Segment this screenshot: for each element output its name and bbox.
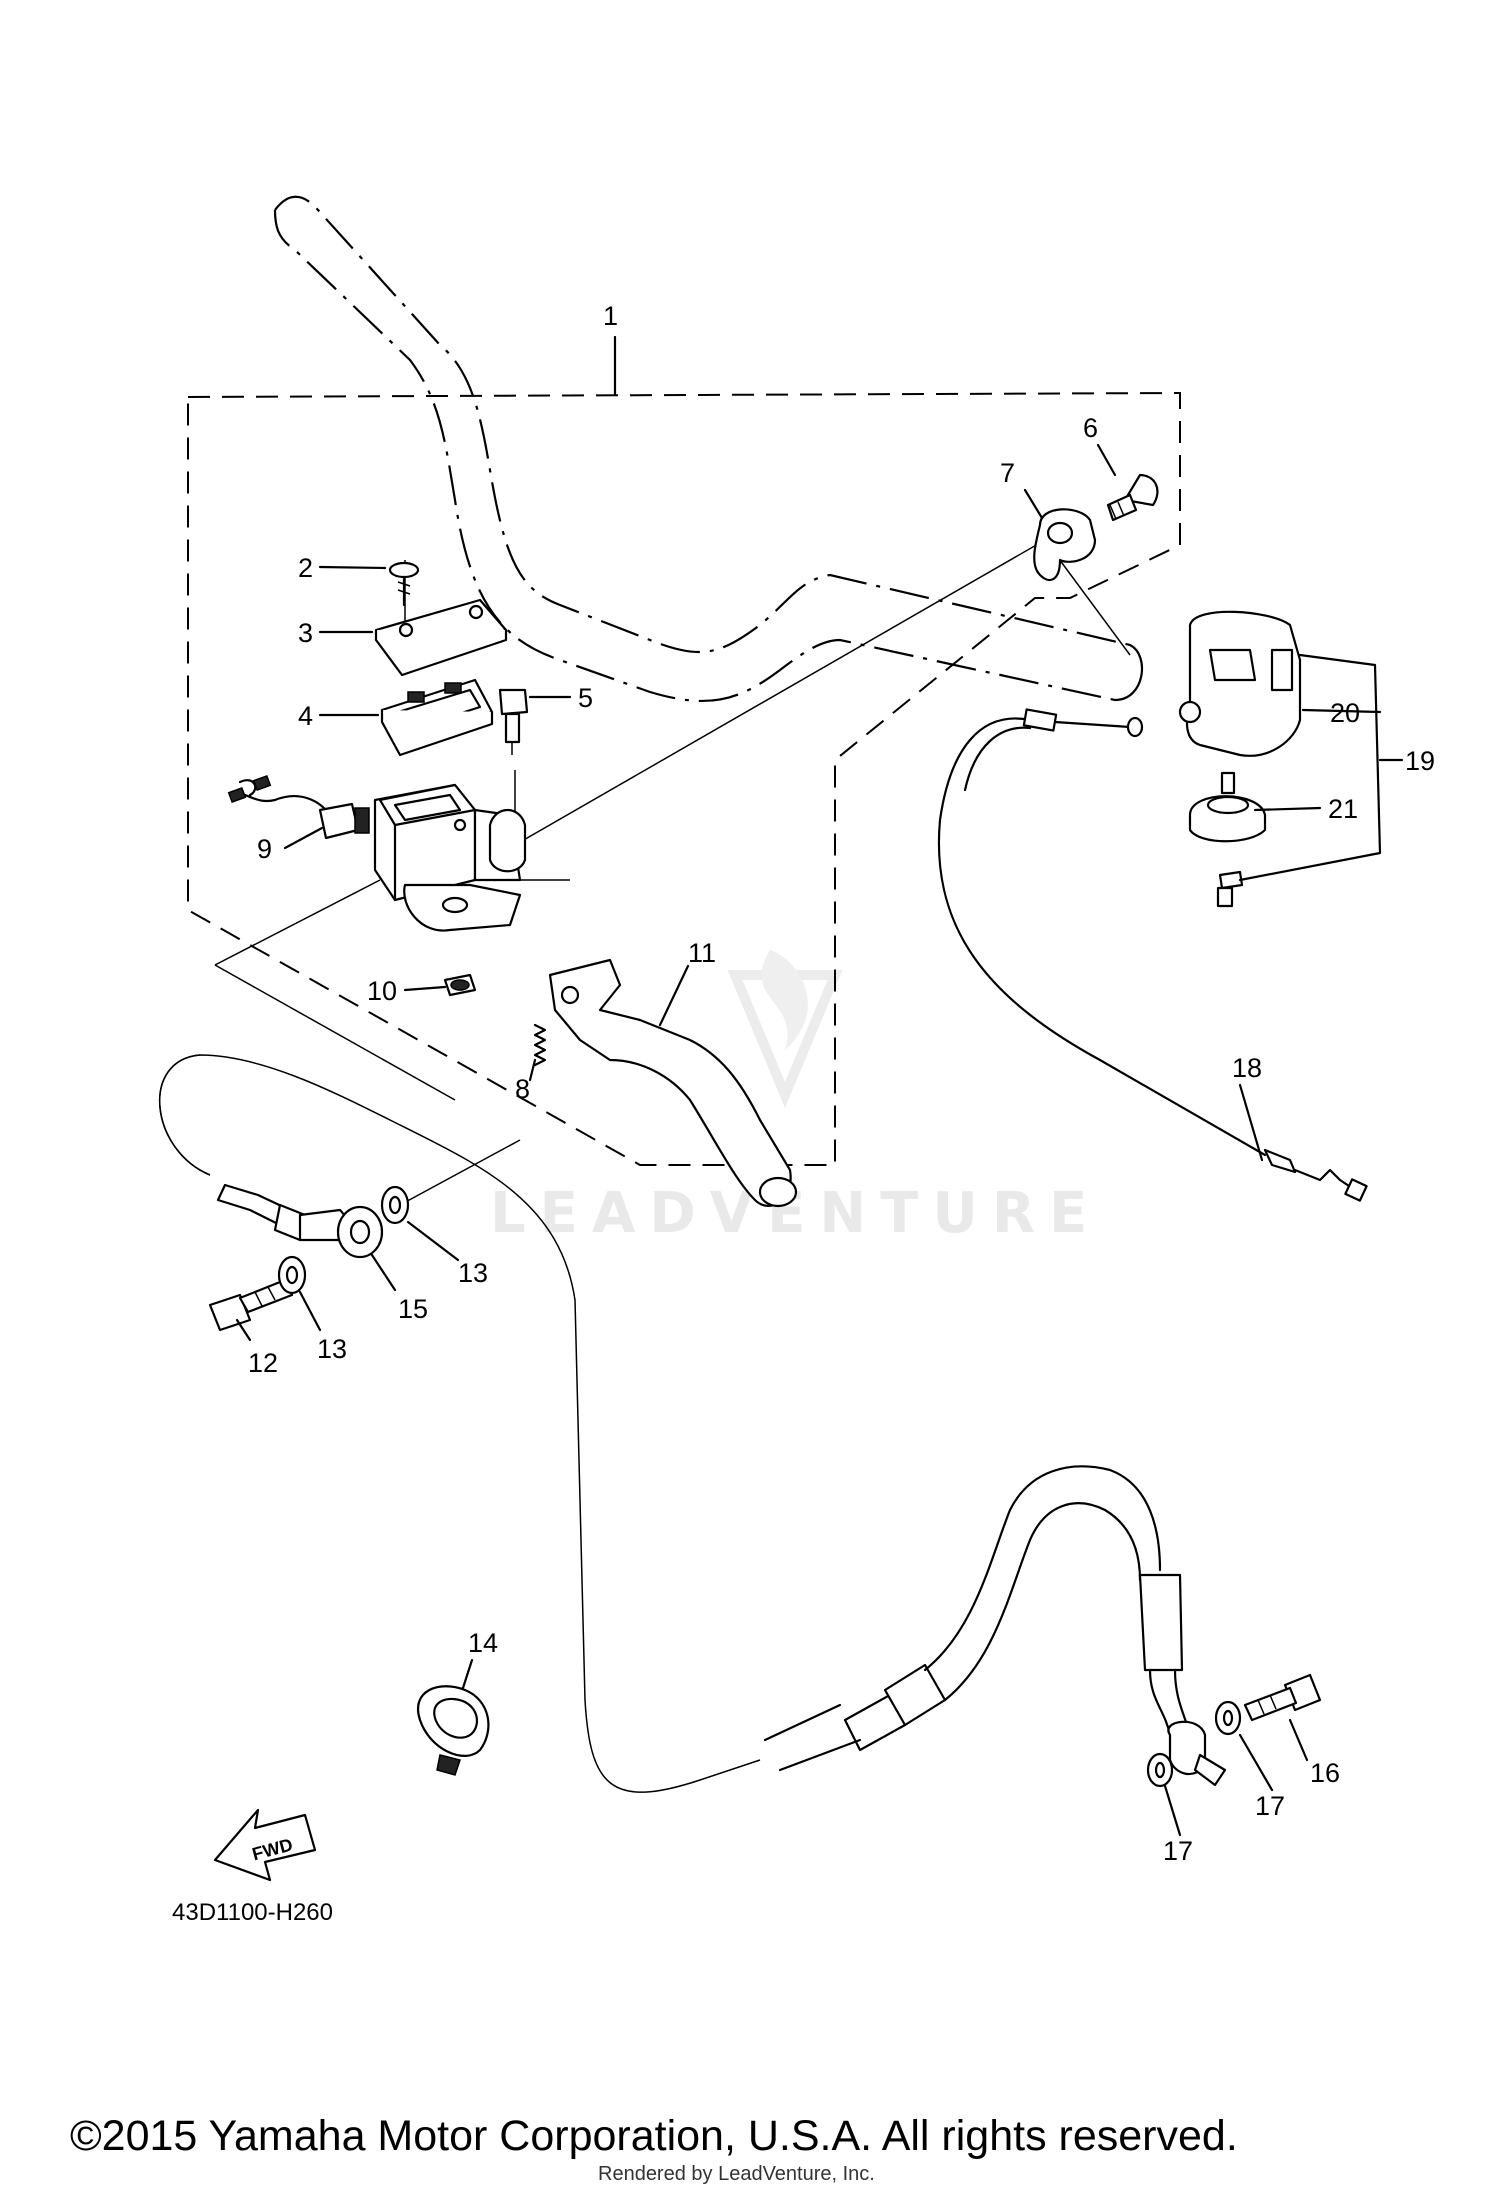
brake-lever-part-11	[548, 958, 798, 1208]
washer-part-13-b	[380, 1185, 410, 1225]
callout-13-b: 13	[458, 1258, 488, 1288]
bolt-part-16	[1243, 1673, 1322, 1722]
bolt-part-12	[208, 1278, 294, 1332]
callout-21: 21	[1328, 794, 1358, 824]
switch-assembly	[1178, 610, 1302, 908]
callout-11: 11	[688, 938, 716, 968]
brake-hose	[158, 1054, 1227, 1793]
diagram-code: 43D1100-H260	[172, 1899, 333, 1926]
callout-1: 1	[603, 301, 618, 331]
nut-part-10	[443, 973, 477, 997]
callout-17-b: 17	[1163, 1836, 1193, 1866]
callout-6: 6	[1083, 413, 1098, 443]
kit-boundary	[187, 391, 1181, 1166]
washer-part-13-a	[277, 1255, 307, 1295]
callout-19: 19	[1405, 746, 1435, 776]
banjo-fitting-part-15	[336, 1205, 384, 1259]
master-cylinder-body	[373, 783, 527, 932]
washer-part-17-a	[1214, 1700, 1242, 1736]
callout-4: 4	[298, 701, 313, 731]
hose-clip-part-14	[417, 1685, 490, 1776]
callout-12: 12	[248, 1348, 278, 1378]
callout-5: 5	[578, 683, 593, 713]
spring-part-8	[533, 1023, 547, 1067]
bolt-part-5	[498, 688, 529, 755]
callout-3: 3	[298, 618, 313, 648]
callout-13-a: 13	[317, 1334, 347, 1364]
callout-17-a: 17	[1255, 1791, 1285, 1821]
callouts: 1 2 3 4 5 6 7 8 9 10 11 12 13 13 14 15 1…	[248, 301, 1435, 1866]
callout-14: 14	[468, 1628, 498, 1658]
diaphragm-part-4	[380, 678, 494, 757]
callout-16: 16	[1310, 1758, 1340, 1788]
rendered-by-text: Rendered by LeadVenture, Inc.	[598, 2163, 875, 2185]
clamp-part-7	[1033, 508, 1097, 582]
fwd-arrow-icon: FWD	[213, 1808, 317, 1882]
reservoir-cap-part-3	[374, 598, 508, 677]
guide-lines	[214, 539, 1131, 1206]
washer-part-17-b	[1146, 1752, 1174, 1788]
callout-18: 18	[1232, 1053, 1262, 1083]
callout-9: 9	[257, 834, 272, 864]
brake-switch-part-9	[227, 774, 370, 840]
throttle-cable-part-18	[937, 708, 1368, 1202]
copyright-text: ©2015 Yamaha Motor Corporation, U.S.A. A…	[70, 2112, 1238, 2160]
callout-2: 2	[298, 553, 313, 583]
callout-15: 15	[398, 1294, 428, 1324]
screw-part-2	[388, 561, 420, 607]
bolt-part-6	[1106, 473, 1159, 522]
callout-10: 10	[367, 976, 397, 1006]
callout-20: 20	[1330, 698, 1360, 728]
callout-7: 7	[1000, 458, 1015, 488]
leader-lines	[235, 443, 1404, 1837]
callout-8: 8	[515, 1074, 530, 1104]
